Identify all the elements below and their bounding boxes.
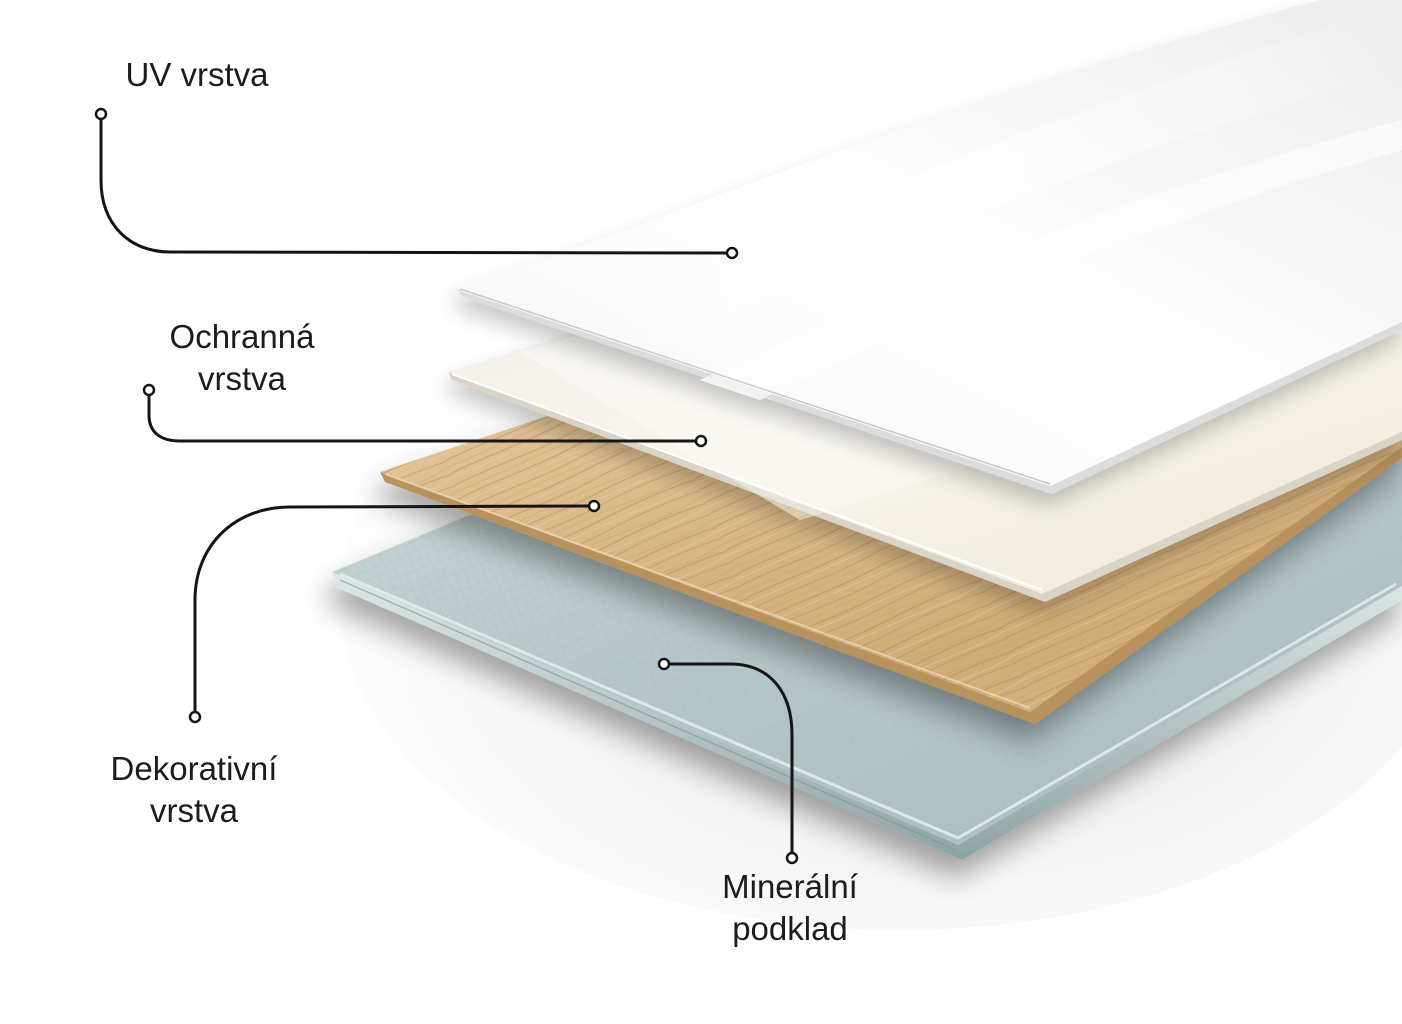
label-mineral-line-2: podklad — [732, 910, 848, 947]
label-decorative-layer: Dekorativní vrstva — [88, 748, 300, 832]
leader-line-decorative — [193, 504, 595, 717]
label-protective-line-2: vrstva — [197, 360, 286, 397]
leader-dot-protective-end — [694, 434, 708, 448]
label-mineral-layer: Minerální podklad — [688, 866, 892, 950]
leader-line-protective — [147, 390, 701, 443]
leader-dot-uv-start — [94, 107, 108, 121]
label-decorative-line-1: Dekorativní — [110, 750, 278, 787]
label-uv-layer: UV vrstva — [92, 54, 302, 96]
leader-dot-mineral-start — [657, 657, 671, 671]
uv-layer — [456, 0, 1402, 494]
leader-dot-protective-start — [142, 383, 156, 397]
leader-line-mineral — [664, 662, 794, 858]
label-protective-layer: Ochranná vrstva — [142, 316, 342, 400]
label-decorative-line-2: vrstva — [149, 792, 238, 829]
leader-dot-uv-end — [725, 246, 739, 260]
label-mineral-line-1: Minerální — [722, 868, 858, 905]
label-uv-line-1: UV vrstva — [125, 56, 269, 93]
leader-lines — [99, 114, 794, 858]
leader-dots — [94, 107, 799, 865]
leader-dot-mineral-end — [785, 851, 799, 865]
leader-dot-decorative-start — [188, 710, 202, 724]
label-protective-line-1: Ochranná — [169, 318, 315, 355]
leader-line-uv — [99, 114, 733, 255]
leader-dot-decorative-end — [587, 499, 601, 513]
